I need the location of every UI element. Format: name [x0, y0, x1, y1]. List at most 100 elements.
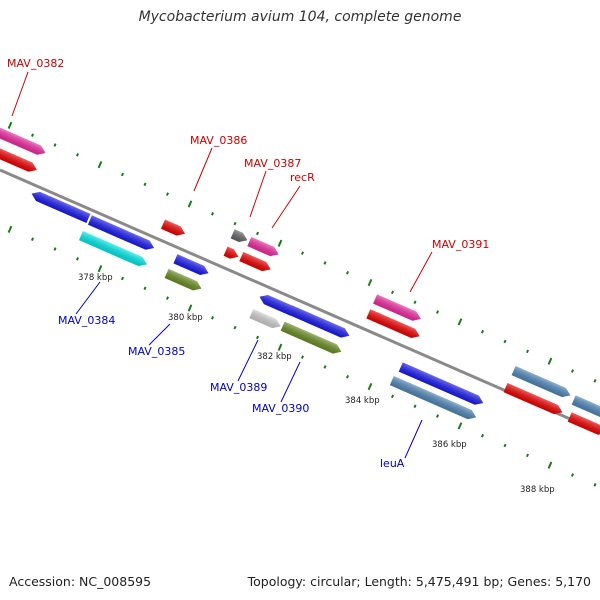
track-dot: [503, 339, 507, 344]
track-dot: [277, 239, 283, 247]
gene-feature-feature-blue-2[interactable]: [173, 254, 211, 278]
gene-feature-feature-steel-2[interactable]: [571, 395, 600, 420]
gene-label-mav-0382[interactable]: MAV_0382: [7, 57, 64, 70]
track-dot: [277, 343, 283, 351]
gene-feature-feature-blue-4[interactable]: [288, 305, 352, 341]
track-dot: [593, 379, 597, 383]
track-dot: [53, 143, 57, 147]
track-dot: [187, 200, 193, 208]
track-dot: [480, 433, 485, 438]
gene-label-leua[interactable]: leuA: [380, 457, 405, 470]
gene-labels: MAV_0382 MAV_0386 MAV_0387 recR MAV_0391…: [7, 57, 489, 470]
gene-feature-recr[interactable]: [239, 252, 272, 274]
track-dot: [300, 251, 305, 255]
gene-feature-mav-0386[interactable]: [161, 219, 187, 239]
gene-feature-leua[interactable]: [389, 376, 478, 422]
gene-feature-mav-0384[interactable]: [79, 231, 149, 269]
gene-feature-mav-0382[interactable]: [0, 124, 47, 157]
callout-line: [409, 251, 433, 293]
callout-line: [237, 339, 259, 382]
track-dot: [7, 225, 13, 233]
track-dot: [547, 461, 553, 469]
track-dot: [187, 304, 193, 312]
gene-features: [0, 124, 600, 437]
callout-line: [148, 323, 171, 346]
track-dot: [7, 121, 13, 129]
gene-label-mav-0390[interactable]: MAV_0390: [252, 402, 309, 415]
track-dot: [503, 443, 507, 448]
track-dot: [435, 414, 440, 418]
gene-feature-feature-red-3[interactable]: [366, 309, 421, 341]
topology-text: Topology: circular; Length: 5,475,491 bp…: [247, 574, 591, 589]
tick-label-380kbp: 380 kbp: [168, 313, 203, 323]
track-dot: [53, 247, 57, 251]
callout-line: [271, 185, 301, 229]
gene-label-mav-0386[interactable]: MAV_0386: [190, 134, 247, 147]
gene-feature-feature-red-2[interactable]: [223, 246, 241, 262]
gene-feature-feature-gray[interactable]: [230, 229, 250, 245]
track-dot: [547, 357, 553, 365]
gene-feature-mav-0389[interactable]: [249, 309, 282, 331]
track-dot: [233, 221, 237, 226]
track-dot: [413, 300, 417, 304]
track-dot: [143, 182, 147, 187]
track-dot: [165, 296, 170, 300]
gene-label-mav-0389[interactable]: MAV_0389: [210, 381, 267, 394]
callout-line: [75, 281, 101, 315]
coordinate-tick-labels: 378 kbp 380 kbp 382 kbp 384 kbp 386 kbp …: [78, 273, 555, 495]
track-dot: [390, 394, 395, 399]
track-dot: [525, 453, 530, 458]
gene-feature-mav-0387[interactable]: [247, 237, 280, 259]
gene-feature-feature-red-4[interactable]: [503, 383, 565, 417]
tick-label-378kbp: 378 kbp: [78, 273, 113, 283]
track-dot: [120, 276, 125, 281]
gene-feature-feature-blue-1[interactable]: [30, 189, 91, 223]
gene-label-mav-0387[interactable]: MAV_0387: [244, 157, 301, 170]
gene-feature-feature-red-5[interactable]: [567, 412, 600, 437]
track-dot: [570, 369, 575, 373]
track-dot: [367, 278, 373, 287]
track-dot: [255, 335, 260, 340]
genome-backbone: [0, 168, 600, 434]
track-guide-dots: [7, 121, 597, 487]
gene-label-mav-0391[interactable]: MAV_0391: [432, 238, 489, 251]
track-dot: [525, 349, 530, 354]
gene-feature-feature-blue-5[interactable]: [398, 362, 485, 407]
tick-label-384kbp: 384 kbp: [345, 396, 380, 406]
track-dot: [570, 473, 575, 477]
track-dot: [345, 270, 350, 275]
track-dot: [97, 265, 103, 273]
gene-label-mav-0384[interactable]: MAV_0384: [58, 314, 115, 327]
track-dot: [97, 161, 103, 169]
track-dot: [75, 257, 80, 261]
gene-feature-feature-blue-3[interactable]: [258, 292, 295, 316]
track-dot: [367, 382, 373, 391]
track-dot: [143, 286, 147, 291]
track-dot: [233, 325, 237, 330]
gene-feature-mav-0390[interactable]: [280, 321, 344, 357]
track-dot: [75, 153, 80, 157]
track-dot: [480, 329, 485, 334]
callout-line: [11, 71, 29, 117]
track-dot: [30, 237, 35, 241]
gene-feature-feature-steel-1[interactable]: [511, 366, 573, 400]
callout-line: [404, 419, 423, 459]
track-dot: [300, 355, 305, 359]
gene-label-recr[interactable]: recR: [290, 171, 315, 184]
track-dot: [165, 192, 170, 196]
track-dot: [323, 261, 327, 265]
gene-feature-feature-red-1[interactable]: [0, 145, 39, 174]
track-dot: [345, 374, 350, 379]
track-dot: [413, 404, 417, 408]
callout-line: [193, 147, 213, 192]
gene-feature-mav-0385[interactable]: [164, 268, 204, 293]
tick-label-388kbp: 388 kbp: [520, 485, 555, 495]
track-dot: [30, 133, 35, 137]
gene-label-mav-0385[interactable]: MAV_0385: [128, 345, 185, 358]
gene-feature-mav-0384-region[interactable]: [87, 215, 156, 252]
gene-feature-mav-0391[interactable]: [373, 294, 423, 323]
track-dot: [457, 422, 463, 430]
track-dot: [255, 231, 260, 236]
